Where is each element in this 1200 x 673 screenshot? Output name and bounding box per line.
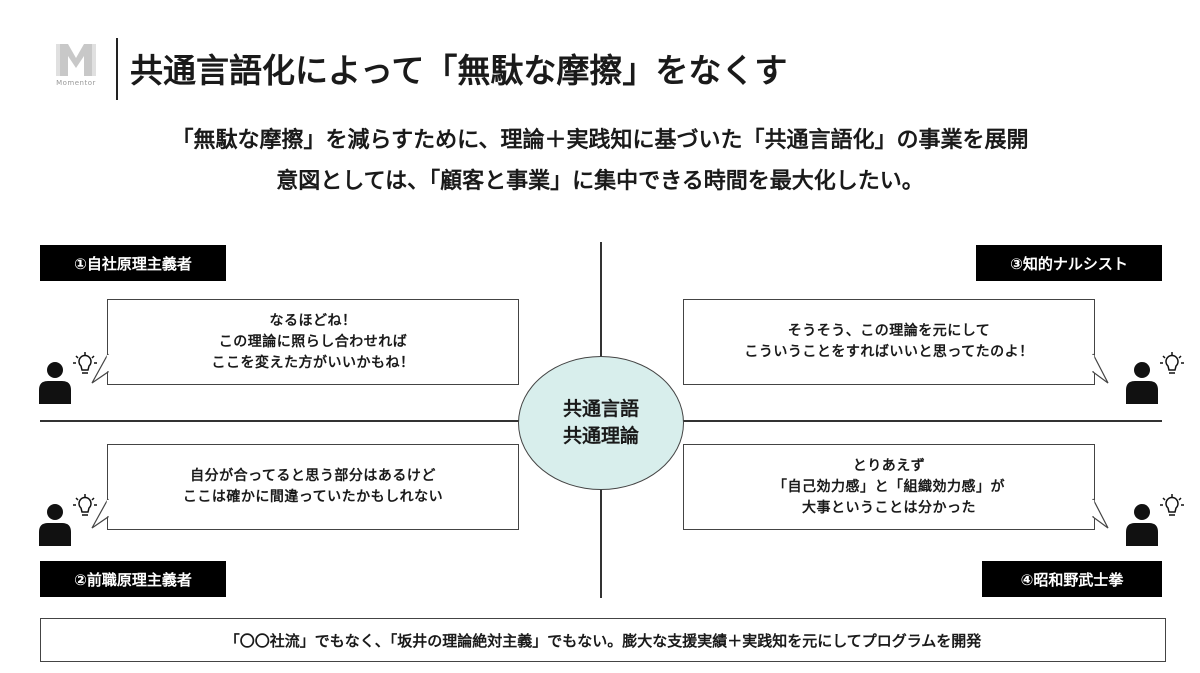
bubble-tail-bottom-left <box>91 498 110 529</box>
person-icon <box>39 504 71 546</box>
speech-bubble-top-left: なるほどね！ この理論に照らし合わせれば ここを変えた方がいいかもね！ <box>107 299 519 385</box>
person-with-lightbulb-top-right <box>1126 352 1184 404</box>
lightbulb-icon <box>73 352 97 374</box>
label-top-right: ③知的ナルシスト <box>976 245 1162 281</box>
person-icon <box>1126 504 1158 546</box>
person-icon <box>39 362 71 404</box>
bubble-text: ここを変えた方がいいかもね！ <box>211 354 415 371</box>
footer-statement: 「〇〇社流」でもなく、「坂井の理論絶対主義」でもない。膨大な支援実績＋実践知を元… <box>40 618 1166 662</box>
bubble-text: この理論に照らし合わせれば <box>218 333 408 350</box>
center-text-line-1: 共通言語 <box>562 398 639 420</box>
person-with-lightbulb-bottom-right <box>1126 494 1184 546</box>
subtitle-line-2: 意図としては、「顧客と事業」に集中できる時間を最大化したい。 <box>276 169 924 194</box>
speech-bubble-top-right: そうそう、この理論を元にして こういうことをすればいいと思ってたのよ！ <box>683 299 1095 385</box>
bubble-text: なるほどね！ <box>269 312 357 329</box>
person-with-lightbulb-bottom-left <box>39 494 97 546</box>
bubble-text: 「自己効力感」と「組織効力感」が <box>773 478 1005 495</box>
bubble-tail-bottom-right <box>1091 498 1109 529</box>
person-icon <box>1126 362 1158 404</box>
bubble-text: ここは確かに間違っていたかもしれない <box>182 489 444 505</box>
center-circle: 共通言語 共通理論 <box>518 356 684 490</box>
label-bottom-right: ④昭和野武士拳 <box>982 561 1162 597</box>
label-top-left: ①自社原理主義者 <box>40 245 226 281</box>
logo-text: Momentor <box>56 79 96 87</box>
speech-bubble-bottom-right: とりあえず 「自己効力感」と「組織効力感」が 大事ということは分かった <box>683 444 1095 530</box>
person-with-lightbulb-top-left <box>39 352 97 404</box>
label-bottom-left: ②前職原理主義者 <box>40 561 226 597</box>
bubble-text: 自分が合ってると思う部分はあるけど <box>190 468 436 484</box>
center-text-line-2: 共通理論 <box>562 425 639 447</box>
lightbulb-icon <box>1160 352 1184 374</box>
bubble-text: 大事ということは分かった <box>802 499 976 516</box>
speech-bubble-bottom-left: 自分が合ってると思う部分はあるけど ここは確かに間違っていたかもしれない <box>107 444 519 530</box>
lightbulb-icon <box>1160 494 1184 516</box>
bubble-tail-top-right <box>1091 353 1109 384</box>
title-divider <box>116 38 118 100</box>
page-title: 共通言語化によって「無駄な摩擦」をなくす <box>130 51 788 90</box>
lightbulb-icon <box>73 494 97 516</box>
bubble-text: こういうことをすればいいと思ってたのよ！ <box>744 344 1034 360</box>
subtitle-line-1: 「無駄な摩擦」を減らすために、理論＋実践知に基づいた「共通言語化」の事業を展開 <box>171 128 1029 153</box>
logo-icon <box>52 42 100 92</box>
bubble-text: とりあえず <box>852 457 926 474</box>
bubble-tail-top-left <box>91 353 110 384</box>
bubble-text: そうそう、この理論を元にして <box>787 323 991 339</box>
